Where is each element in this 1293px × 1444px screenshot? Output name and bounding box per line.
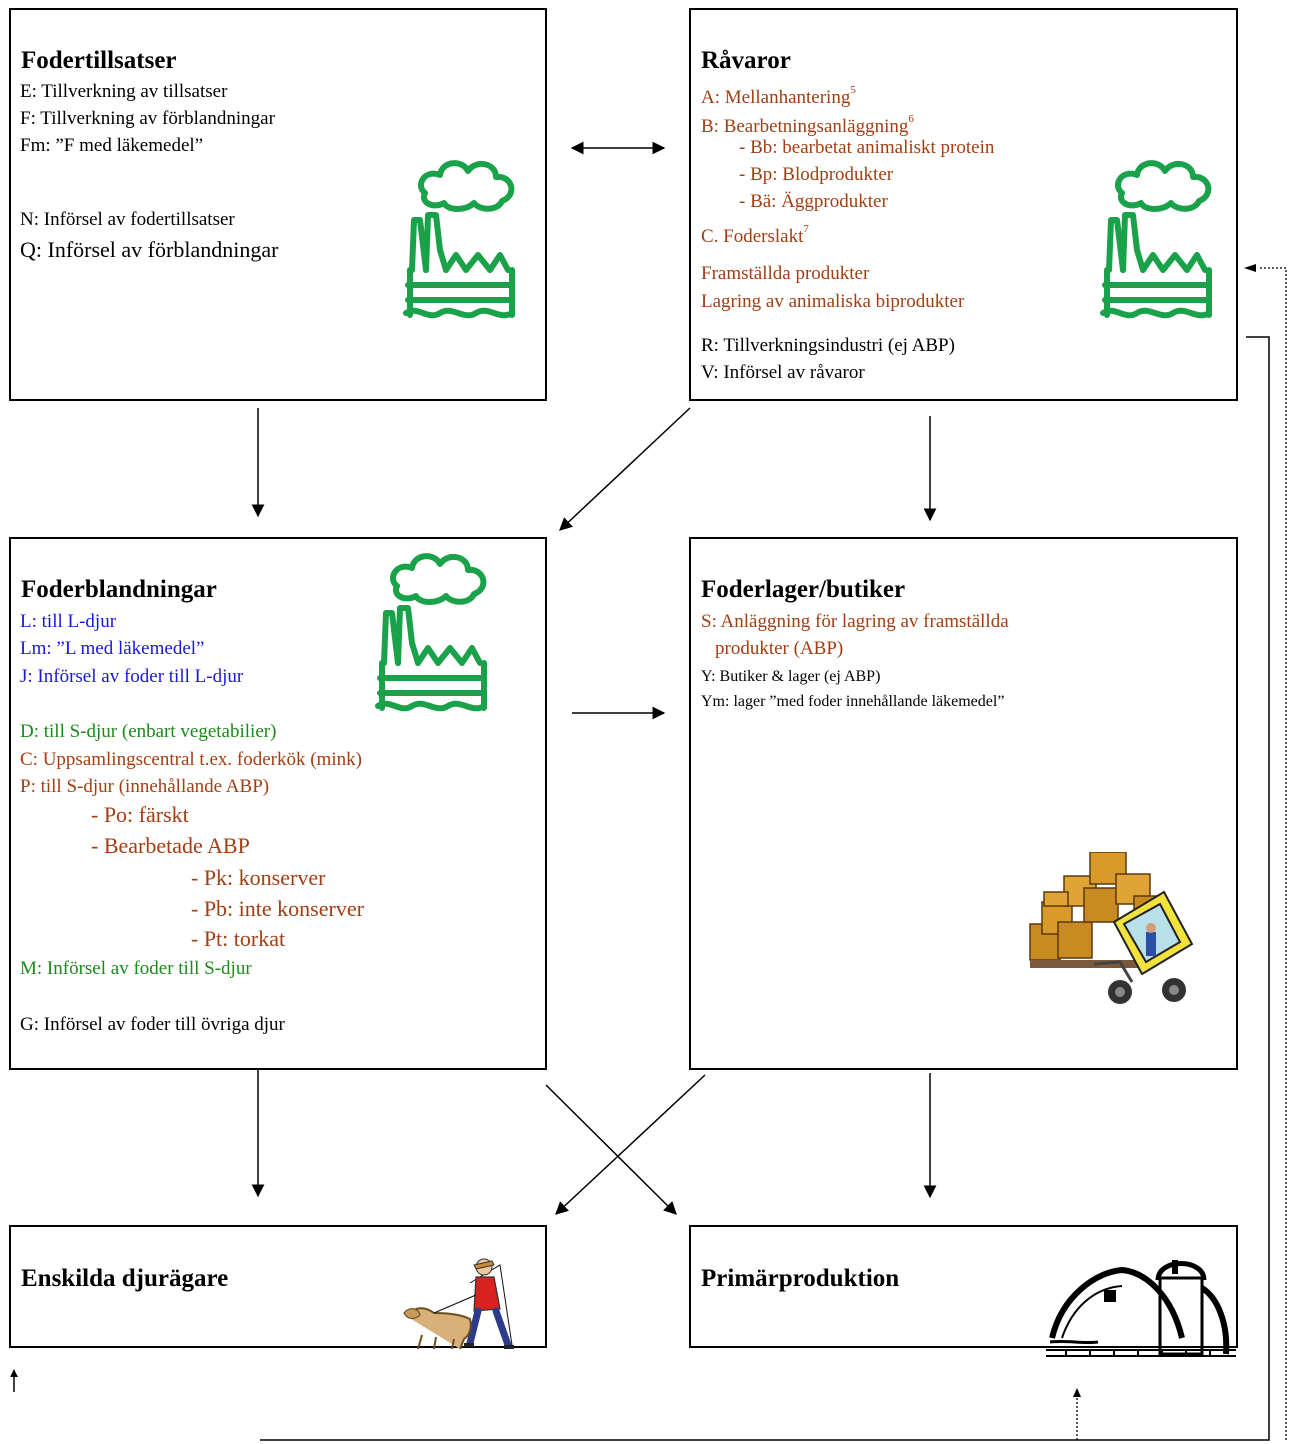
box-line: C. Foderslakt7 <box>701 223 809 247</box>
box-line: Ym: lager ”med foder innehållande läkeme… <box>701 693 1005 710</box>
arrow-ravaror-bottom-loop <box>260 336 1270 1441</box>
box-line: produkter (ABP) <box>715 638 844 659</box>
arrow-dotted-loop <box>1258 267 1287 1440</box>
box-line: M: Införsel av foder till S-djur <box>20 958 252 979</box>
box-fodertillsatser: Fodertillsatser E: Tillverkning av tills… <box>9 8 547 401</box>
box-line: - Bb: bearbetat animaliskt protein <box>739 137 995 158</box>
box-line: D: till S-djur (enbart vegetabilier) <box>20 721 277 742</box>
box-title: Fodertillsatser <box>21 47 177 74</box>
box-line: R: Tillverkningsindustri (ej ABP) <box>701 335 955 356</box>
box-line: - Po: färskt <box>91 802 189 827</box>
factory-icon <box>375 553 487 712</box>
factory-icon <box>403 160 515 319</box>
box-title: Foderblandningar <box>21 576 217 603</box>
box-line: A: Mellanhantering5 <box>701 84 856 108</box>
box-line: V: Införsel av råvaror <box>701 362 865 383</box>
box-foderlager: Foderlager/butiker S: Anläggning för lag… <box>689 537 1238 1070</box>
box-line: N: Införsel av fodertillsatser <box>20 209 235 230</box>
box-line: - Pk: konserver <box>191 865 326 890</box>
box-line: - Bp: Blodprodukter <box>739 164 894 185</box>
box-line: J: Införsel av foder till L-djur <box>20 666 244 687</box>
box-line: B: Bearbetningsanläggning6 <box>701 113 914 137</box>
box-line: Lm: ”L med läkemedel” <box>20 638 205 659</box>
factory-icon <box>1100 160 1212 319</box>
box-line: - Bä: Äggprodukter <box>739 191 888 212</box>
dog-walker-icon <box>403 1258 514 1350</box>
arrow-foderblandningar-primar <box>545 1084 677 1215</box>
box-line: L: till L-djur <box>20 611 117 632</box>
box-line: G: Införsel av foder till övriga djur <box>20 1014 285 1035</box>
box-line: Lagring av animaliska biprodukter <box>701 291 965 312</box>
box-line: P: till S-djur (innehållande ABP) <box>20 776 270 797</box>
box-title: Råvaror <box>701 47 791 74</box>
box-line: Y: Butiker & lager (ej ABP) <box>701 668 881 685</box>
box-line: - Bearbetade ABP <box>91 833 250 858</box>
arrow-ravaror-foderblandningar <box>559 407 691 531</box>
box-line: S: Anläggning för lagring av framställda <box>701 611 1009 632</box>
box-line: - Pb: inte konserver <box>191 896 364 921</box>
box-line: Q: Införsel av förblandningar <box>20 237 279 262</box>
arrow-foderlager-enskilda <box>555 1074 706 1215</box>
box-line: E: Tillverkning av tillsatser <box>20 81 228 102</box>
box-line: Framställda produkter <box>701 263 870 284</box>
box-primar: Primärproduktion <box>689 1225 1238 1348</box>
box-line: F: Tillverkning av förblandningar <box>20 108 275 129</box>
box-line: C: Uppsamlingscentral t.ex. foderkök (mi… <box>20 749 362 770</box>
box-title: Foderlager/butiker <box>701 576 906 603</box>
box-foderblandningar: Foderblandningar L: till L-djur Lm: ”L m… <box>9 537 547 1070</box>
box-line: Fm: ”F med läkemedel” <box>20 135 204 156</box>
forklift-icon <box>1029 852 1194 1004</box>
box-line: - Pt: torkat <box>191 926 286 951</box>
box-title: Enskilda djurägare <box>21 1265 229 1292</box>
box-title: Primärproduktion <box>701 1265 900 1292</box>
barn-icon <box>1046 1260 1236 1357</box>
